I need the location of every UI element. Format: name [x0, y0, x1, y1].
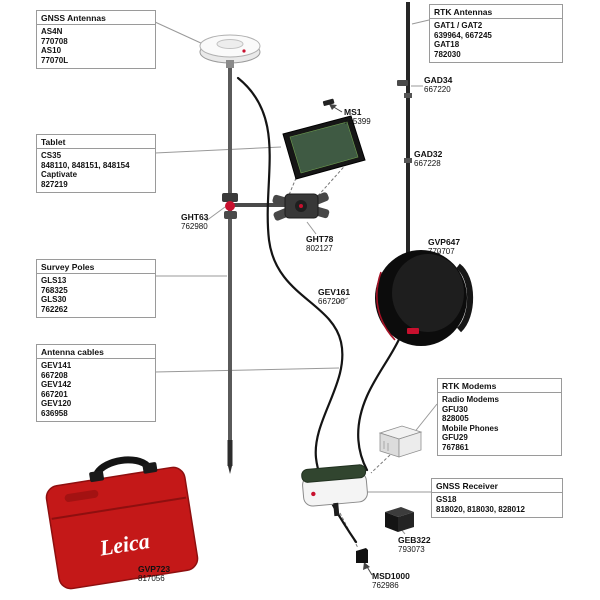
arrow-ms1	[329, 104, 343, 113]
part-code-line: GAT18	[434, 40, 460, 49]
box-survey-poles-body: GLS13 768325 GLS30 762262	[37, 274, 155, 317]
box-gnss-receiver-title: GNSS Receiver	[432, 479, 562, 493]
rtk-antenna-pole-illustration	[397, 2, 412, 302]
rtk-modem-illustration	[378, 425, 423, 458]
part-code-line: 782030	[434, 49, 461, 59]
part-code-line: 827219	[41, 179, 68, 189]
label-geb322: GEB322 793073	[398, 535, 431, 555]
part-code-line: 767861	[442, 442, 469, 452]
part-code-line: Radio Modems	[442, 395, 499, 404]
box-rtk-modems-body: Radio Modems GFU30 828005 Mobile Phones …	[438, 393, 561, 455]
label-ght78: GHT78 802127	[306, 234, 334, 254]
part-code-line: GEV120	[41, 399, 72, 408]
tablet-holder-illustration	[272, 192, 330, 221]
label-gad34: GAD34 667220	[424, 75, 453, 95]
part-code-line: 667201	[41, 389, 68, 399]
label-gev161: GEV161 667200	[318, 287, 351, 307]
gnss-antenna-illustration	[199, 34, 261, 68]
label-ght63: GHT63 762980	[181, 212, 209, 232]
box-gnss-antennas: GNSS Antennas AS4N 770708 AS10 77070L	[36, 10, 156, 69]
part-code-line: AS10	[41, 46, 62, 55]
box-antenna-cables: Antenna cables GEV141 667208 GEV142 6672…	[36, 344, 156, 422]
part-code-line: 639964, 667245	[434, 30, 492, 40]
part-code-line: GEV141	[41, 361, 72, 370]
label-msd1000: MSD1000 762986	[372, 571, 410, 591]
part-code-line: 636958	[41, 408, 68, 418]
arrow-msd1000	[363, 562, 373, 576]
part-code-line: GFU29	[442, 433, 468, 442]
label-gvp723: GVP723 817056	[138, 564, 171, 584]
part-code-line: Captivate	[41, 170, 78, 179]
battery-illustration	[385, 507, 414, 532]
gnss-receiver-illustration	[301, 464, 368, 517]
part-number: 802127	[306, 244, 333, 253]
part-number: 793073	[398, 545, 425, 554]
part-code-line: 828005	[442, 414, 469, 423]
part-code-line: GFU30	[442, 404, 468, 414]
part-code-line: GLS30	[41, 295, 67, 304]
label-ms1: MS1 765399	[344, 107, 371, 127]
part-code-line: Mobile Phones	[442, 423, 499, 433]
part-number: 765399	[344, 117, 371, 126]
part-code-line: GEV142	[41, 380, 72, 389]
part-number: 762980	[181, 222, 208, 231]
part-code: GEV161	[318, 287, 351, 297]
box-gnss-antennas-body: AS4N 770708 AS10 77070L	[37, 25, 155, 68]
label-gvp647: GVP647 770707	[428, 237, 461, 257]
pole-clamp-illustration	[222, 193, 238, 219]
part-code: MSD1000	[372, 571, 410, 581]
box-tablet: Tablet CS35 848110, 848151, 848154 Capti…	[36, 134, 156, 193]
box-antenna-cables-body: GEV141 667208 GEV142 667201 GEV120 63695…	[37, 359, 155, 421]
carry-case-illustration: Leica	[45, 456, 199, 590]
box-antenna-cables-title: Antenna cables	[37, 345, 155, 359]
part-code: GHT63	[181, 212, 209, 222]
label-gad32: GAD32 667228	[414, 149, 443, 169]
part-number: 817056	[138, 574, 165, 583]
part-code-line: 848110, 848151, 848154	[41, 160, 130, 170]
survey-pole-illustration	[227, 64, 287, 474]
part-number: 667228	[414, 159, 441, 168]
box-survey-poles-title: Survey Poles	[37, 260, 155, 274]
box-rtk-antennas-body: GAT1 / GAT2 639964, 667245 GAT18 782030	[430, 19, 562, 62]
part-code: GEB322	[398, 535, 431, 545]
box-survey-poles: Survey Poles GLS13 768325 GLS30 762262	[36, 259, 156, 318]
part-code-line: 770708	[41, 36, 68, 46]
part-number: 770707	[428, 247, 455, 256]
box-rtk-modems-title: RTK Modems	[438, 379, 561, 393]
part-number: 762986	[372, 581, 399, 590]
part-number: 667220	[424, 85, 451, 94]
box-gnss-antennas-title: GNSS Antennas	[37, 11, 155, 25]
part-code-line: GLS13	[41, 276, 67, 285]
part-code: GHT78	[306, 234, 334, 244]
container-disc-illustration	[375, 250, 474, 346]
part-code-line: GAT1 / GAT2	[434, 21, 483, 30]
part-code-line: GS18	[436, 495, 457, 504]
box-rtk-antennas: RTK Antennas GAT1 / GAT2 639964, 667245 …	[429, 4, 563, 63]
part-code-line: 818020, 818030, 828012	[436, 504, 525, 514]
part-code-line: AS4N	[41, 27, 63, 36]
ms1-stick-illustration	[322, 98, 335, 106]
part-code-line: 667208	[41, 370, 68, 380]
sd-card-illustration	[356, 548, 368, 563]
part-code: GVP723	[138, 564, 171, 574]
box-rtk-modems: RTK Modems Radio Modems GFU30 828005 Mob…	[437, 378, 562, 456]
part-code-line: 77070L	[41, 55, 69, 65]
tablet-illustration	[282, 115, 366, 180]
box-gnss-receiver: GNSS Receiver GS18 818020, 818030, 82801…	[431, 478, 563, 518]
box-rtk-antennas-title: RTK Antennas	[430, 5, 562, 19]
box-gnss-receiver-body: GS18 818020, 818030, 828012	[432, 493, 562, 517]
part-code: GAD34	[424, 75, 453, 85]
part-code-line: CS35	[41, 151, 62, 160]
part-code: GAD32	[414, 149, 443, 159]
part-code-line: 768325	[41, 285, 68, 295]
part-code: MS1	[344, 107, 362, 117]
box-tablet-title: Tablet	[37, 135, 155, 149]
part-code: GVP647	[428, 237, 461, 247]
box-tablet-body: CS35 848110, 848151, 848154 Captivate 82…	[37, 149, 155, 192]
part-code-line: 762262	[41, 304, 68, 314]
part-number: 667200	[318, 297, 345, 306]
